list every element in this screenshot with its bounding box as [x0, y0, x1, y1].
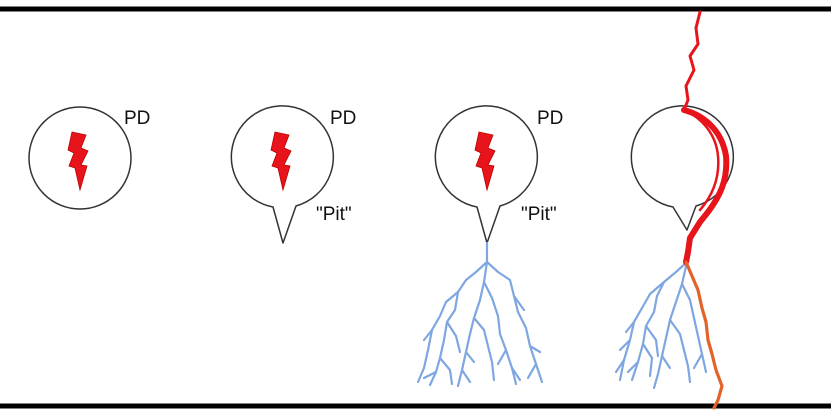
pd-label: PD [537, 108, 563, 129]
pd-label: PD [124, 108, 150, 129]
pit-label: "Pit" [316, 204, 352, 225]
pd-label: PD [330, 108, 356, 129]
electrical-tree [418, 243, 542, 386]
stage-2: PD "Pit" [231, 106, 356, 243]
stage-1: PD [29, 107, 150, 209]
stage-3: PD "Pit" [418, 106, 563, 386]
pit-label: "Pit" [521, 204, 557, 225]
stage-4 [616, 12, 733, 408]
